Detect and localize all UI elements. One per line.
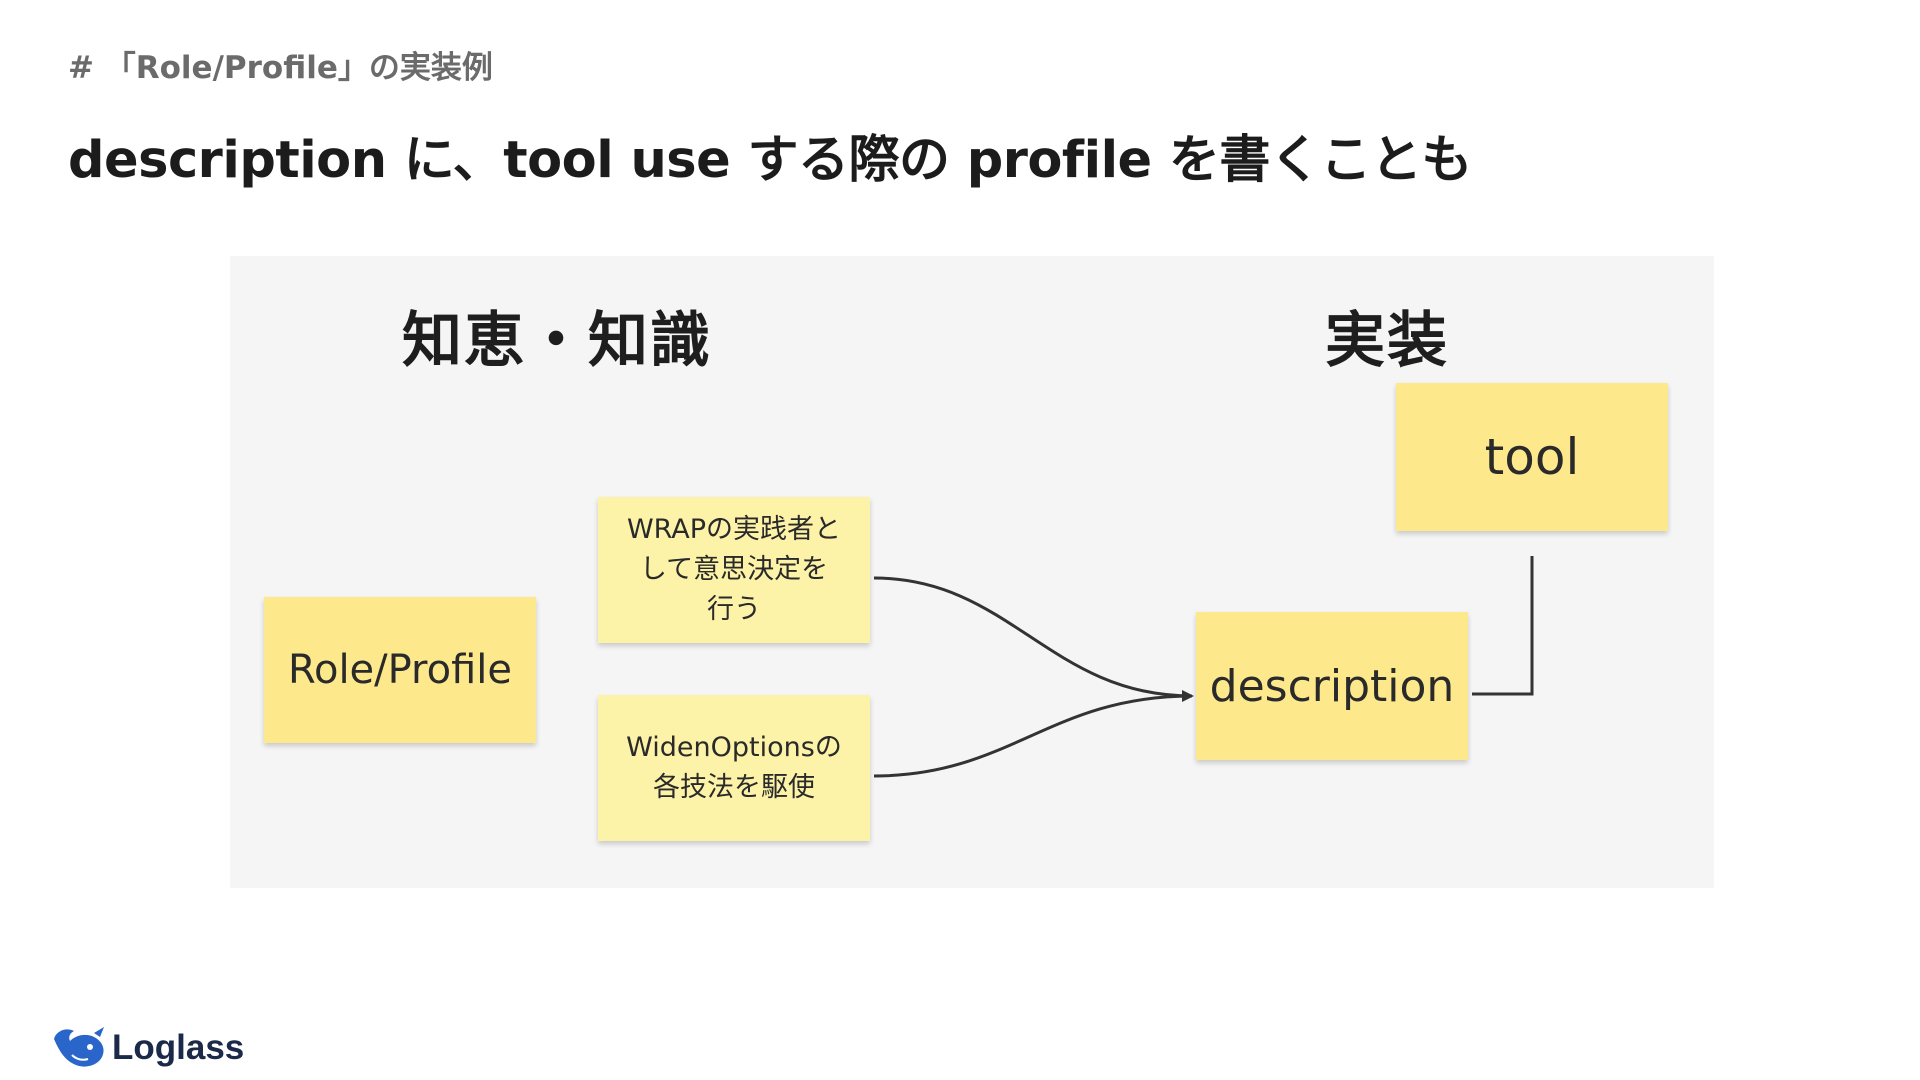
sticky-wrap-line-3: 行う	[707, 594, 761, 625]
arrow-wrap-to-description	[873, 576, 1194, 702]
sticky-tool-text: tool	[1484, 428, 1580, 486]
diagram-panel: 知恵・知識 実装 Role/Profile WRAPの実践者と して意思決定を …	[230, 256, 1714, 888]
heading-implementation: 実装	[1325, 306, 1449, 376]
sticky-widen-line-1: WidenOptionsの	[626, 732, 842, 763]
sticky-widen-options: WidenOptionsの 各技法を駆使	[598, 695, 870, 841]
connector-arrows	[873, 556, 1534, 778]
sticky-wrap-practitioner: WRAPの実践者と して意思決定を 行う	[598, 497, 870, 643]
sticky-description: description	[1196, 612, 1468, 760]
footer-logo: Loglass	[50, 1025, 244, 1071]
connector-description-to-tool	[1472, 556, 1534, 696]
breadcrumb: # 「Role/Profile」の実装例	[68, 50, 493, 86]
sticky-widen-line-2: 各技法を駆使	[653, 772, 815, 803]
heading-wisdom-knowledge: 知恵・知識	[402, 306, 712, 376]
arrow-widen-to-description	[873, 694, 1193, 778]
page-title: description に、tool use する際の profile を書くこ…	[68, 131, 1472, 190]
sticky-wrap-line-2: して意思決定を	[639, 554, 829, 585]
sticky-wrap-line-1: WRAPの実践者と	[626, 514, 842, 545]
logo-wordmark: Loglass	[112, 1028, 245, 1067]
sticky-role-profile: Role/Profile	[264, 597, 536, 743]
whale-logo-icon	[54, 1027, 104, 1067]
sticky-role-profile-text: Role/Profile	[287, 647, 513, 693]
sticky-tool: tool	[1396, 383, 1668, 531]
sticky-description-text: description	[1209, 660, 1455, 712]
